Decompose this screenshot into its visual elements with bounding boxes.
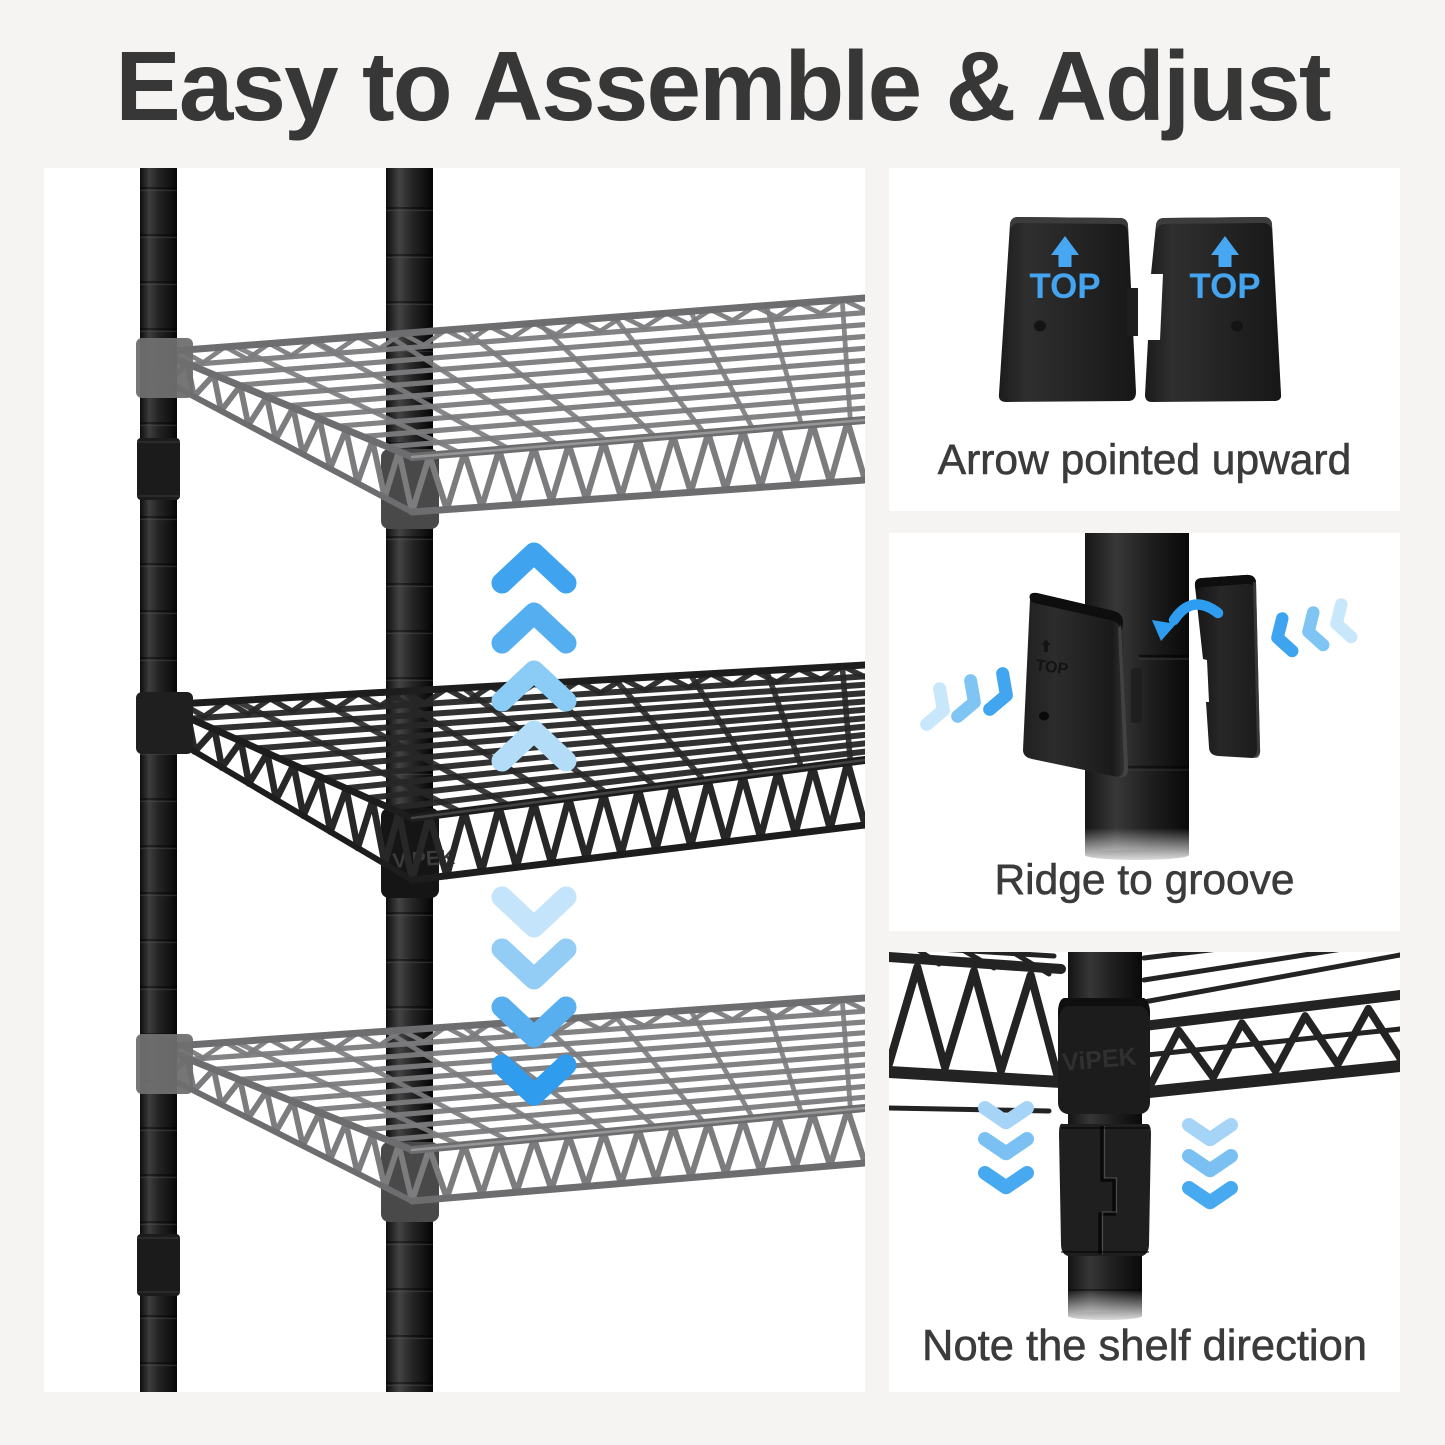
svg-text:TOP: TOP: [1189, 267, 1260, 306]
svg-text:TOP: TOP: [1034, 657, 1069, 678]
svg-text:TOP: TOP: [1029, 267, 1100, 306]
svg-text:ViPEK: ViPEK: [1061, 1043, 1138, 1077]
